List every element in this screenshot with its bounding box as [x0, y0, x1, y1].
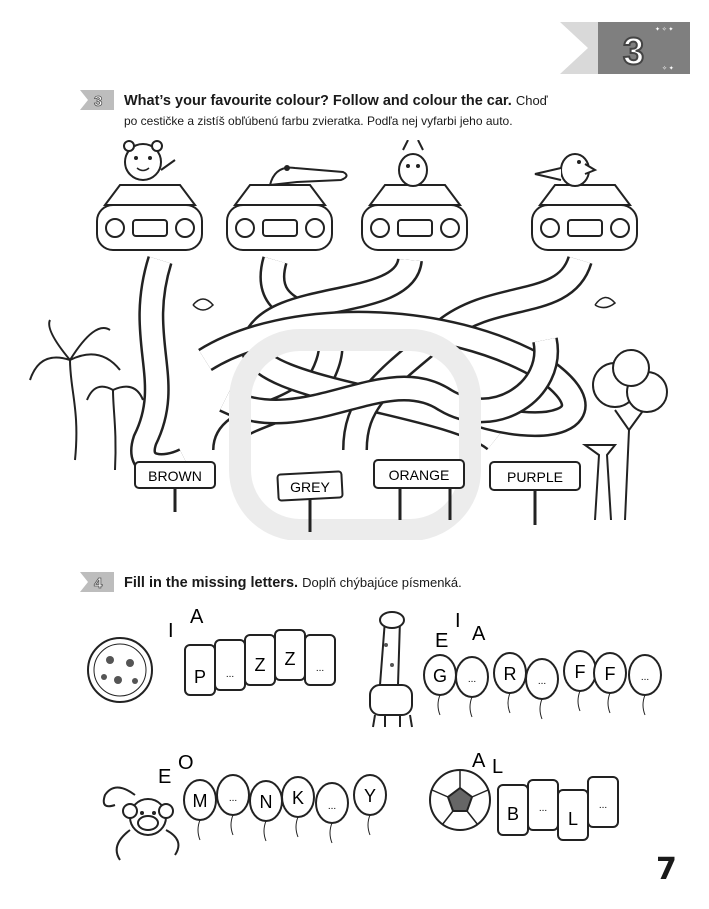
sign-purple-label: PURPLE	[507, 469, 563, 485]
giraffe-cell-1: G	[433, 666, 447, 686]
exercise-3-subtitle: po cestičke a zistíš obľúbenú farbu zvie…	[124, 114, 513, 128]
exercise-4-title: Fill in the missing letters. Doplň chýba…	[124, 575, 684, 591]
sign-purple: PURPLE	[489, 461, 581, 525]
monkey-balloons	[183, 774, 387, 844]
tiger-icon	[123, 140, 176, 181]
ball-cell-3: L	[568, 809, 578, 829]
svg-text:3: 3	[94, 93, 102, 110]
parrot-icon	[534, 153, 598, 187]
exercise-4-title-en: Fill in the missing letters.	[124, 575, 299, 591]
giraffe-icon	[369, 611, 413, 728]
giraffe-cell-2: ...	[468, 674, 476, 685]
ball-cell-1: B	[507, 804, 519, 824]
watermark	[229, 329, 481, 540]
exercise-4-illustration: I A P ... Z Z ... E I A G ... R ... F F …	[87, 606, 662, 861]
car-2	[226, 184, 333, 251]
maze-illustration: BROWN GREY ORANGE PURPLE	[29, 140, 668, 540]
ball-icon	[429, 769, 491, 831]
ball-hint-2: L	[492, 756, 503, 778]
sign-orange: ORANGE	[373, 459, 465, 520]
pizza-cell-4: Z	[285, 649, 296, 669]
ball-cell-2: ...	[539, 803, 547, 814]
monkey-icon	[102, 786, 180, 861]
sign-grey-label: GREY	[290, 479, 330, 495]
giraffe-hint-1: E	[435, 630, 448, 652]
exercise-4-number-badge: 4	[80, 572, 114, 592]
giraffe-cell-4: ...	[538, 676, 546, 687]
pizza-phone-tiles: P ... Z Z ...	[184, 629, 336, 696]
monkey-cell-3: N	[260, 792, 273, 812]
pizza-cell-2: ...	[226, 669, 234, 680]
unit-number: 3	[623, 31, 644, 73]
giraffe-cell-7: ...	[641, 672, 649, 683]
monkey-cell-4: K	[292, 788, 304, 808]
car-1	[96, 184, 203, 251]
ball-cell-4: ...	[599, 800, 607, 811]
leaf-icon	[192, 298, 215, 311]
exercise-4-title-sk: Doplň chýbajúce písmenká.	[302, 575, 462, 590]
pizza-cell-5: ...	[316, 663, 324, 674]
exercise-3-title: What’s your favourite colour? Follow and…	[124, 93, 684, 109]
ball-phone-tiles	[497, 776, 619, 841]
giraffe-hint-3: A	[472, 623, 486, 645]
giraffe-balloons	[423, 650, 662, 720]
svg-text:4: 4	[94, 575, 103, 592]
sign-grey: GREY	[276, 470, 344, 532]
unit-badge: ✦ ✧ ✦ ✧ ✦ 3	[560, 22, 690, 74]
pizza-cell-1: P	[194, 667, 206, 687]
svg-text:✧ ✦: ✧ ✦	[662, 65, 674, 72]
ball-hint-1: A	[472, 750, 486, 772]
sign-brown: BROWN	[134, 461, 216, 512]
exercise-3-title-sk: Choď	[515, 93, 548, 108]
giraffe-cell-3: R	[504, 664, 517, 684]
sign-brown-label: BROWN	[148, 468, 202, 484]
zebra-icon	[398, 140, 428, 187]
monkey-cell-1: M	[193, 791, 208, 811]
pizza-hint-1: I	[168, 620, 174, 642]
palm-tree-icon	[29, 319, 144, 471]
sign-orange-label: ORANGE	[389, 467, 450, 483]
giraffe-cell-5: F	[575, 662, 586, 682]
monkey-hint-1: E	[158, 766, 171, 788]
pizza-cell-3: Z	[255, 655, 266, 675]
baobab-tree-icon	[581, 349, 668, 521]
exercise-3-number-badge: 3	[80, 90, 114, 110]
exercise-3-title-en: What’s your favourite colour? Follow and…	[124, 93, 512, 109]
leaf-icon	[594, 296, 617, 309]
car-4	[531, 184, 638, 251]
monkey-hint-2: O	[178, 752, 194, 774]
monkey-cell-5: ...	[328, 801, 336, 812]
car-3	[361, 184, 468, 251]
svg-text:✦ ✧ ✦: ✦ ✧ ✦	[655, 26, 673, 33]
giraffe-cell-6: F	[605, 664, 616, 684]
pizza-hint-2: A	[190, 606, 204, 628]
giraffe-hint-2: I	[455, 610, 461, 632]
monkey-cell-2: ...	[229, 793, 237, 804]
pizza-icon	[87, 637, 153, 703]
page-number: 7	[656, 852, 677, 887]
crocodile-icon	[268, 165, 348, 187]
monkey-cell-6: Y	[364, 786, 376, 806]
